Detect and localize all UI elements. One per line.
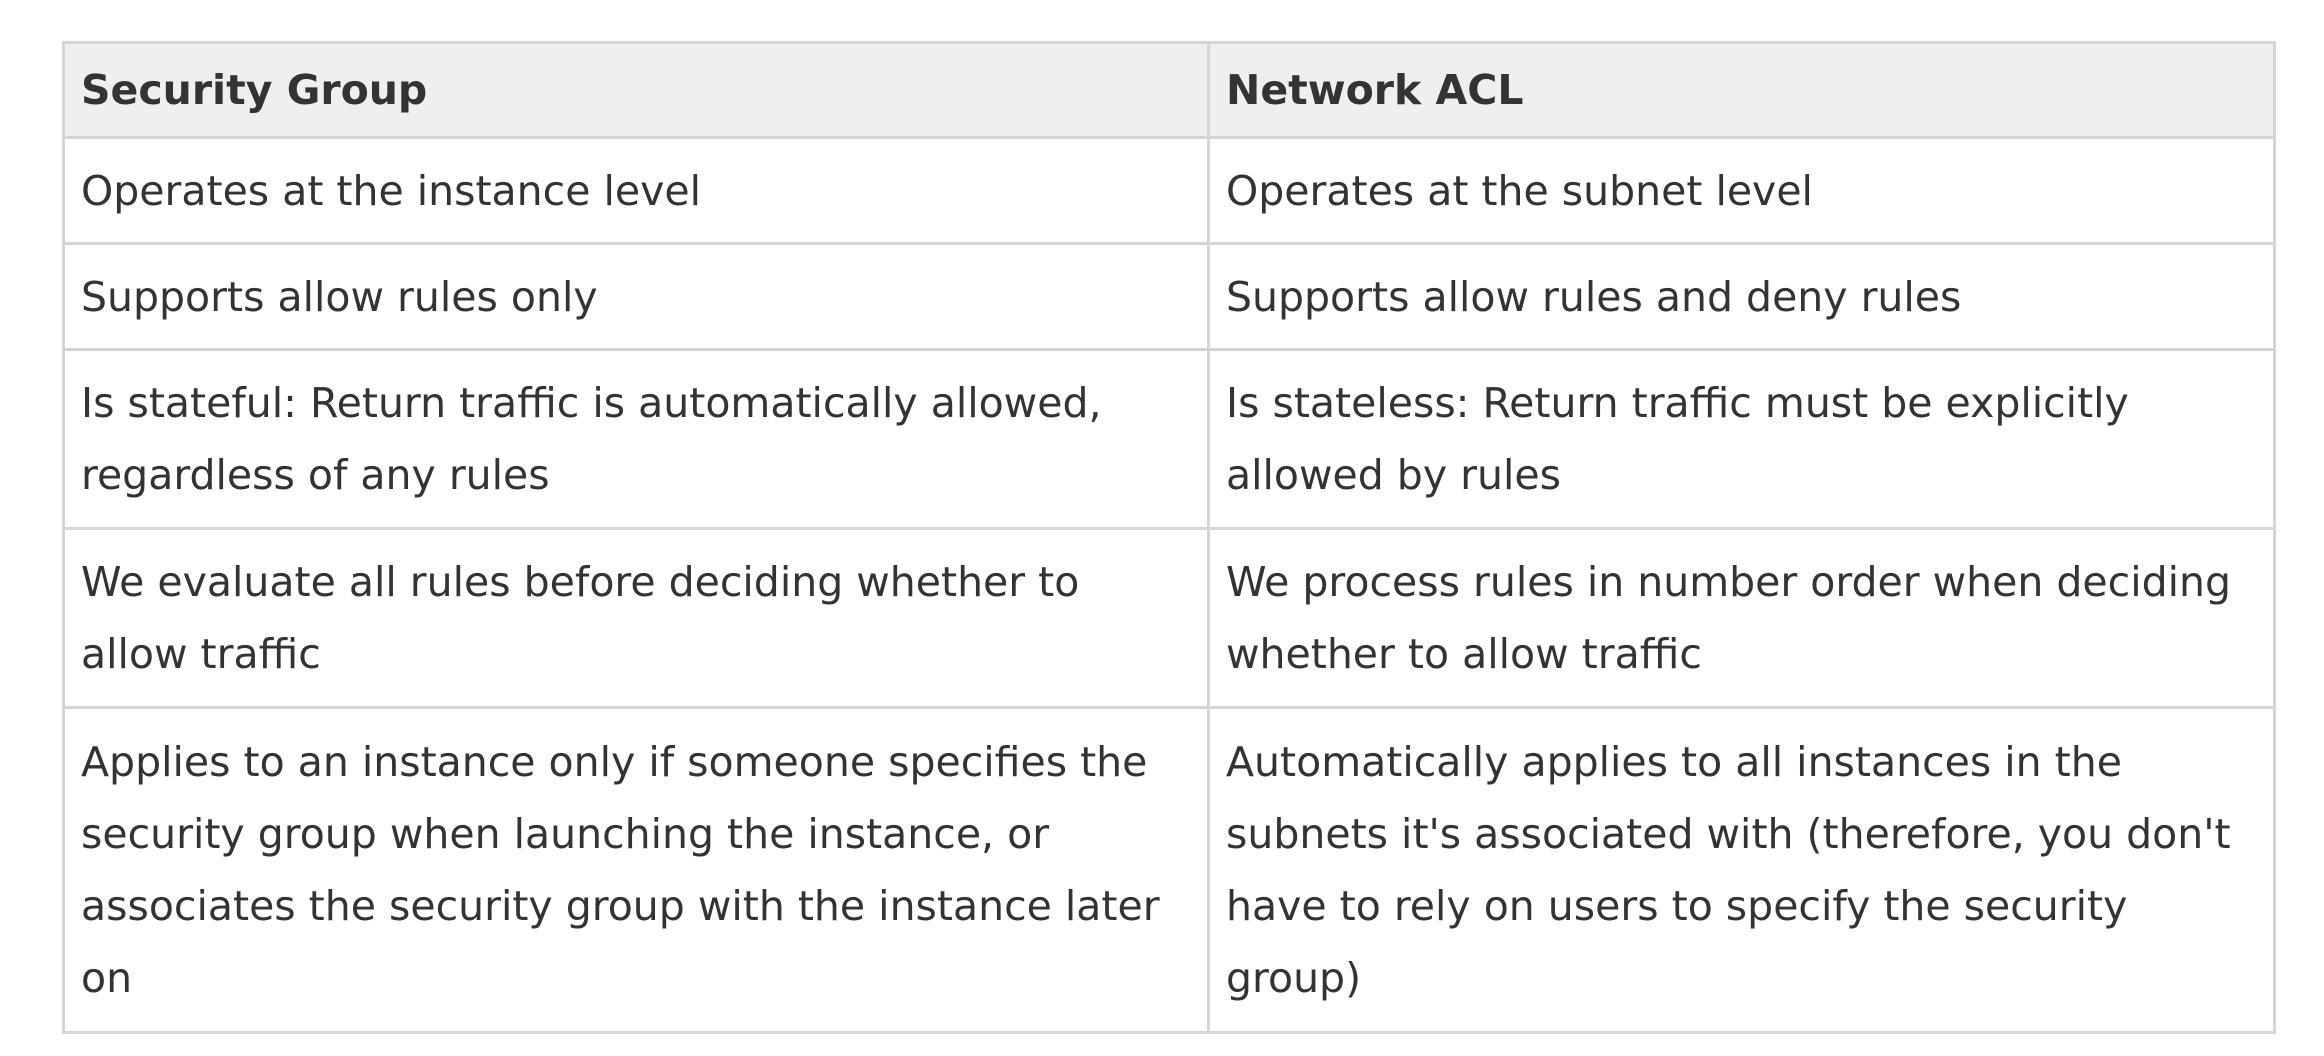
table-cell: We evaluate all rules before deciding wh… — [62, 527, 1210, 709]
table-row: We evaluate all rules before deciding wh… — [62, 527, 2276, 709]
table-cell: Supports allow rules and deny rules — [1207, 242, 2276, 351]
header-security-group: Security Group — [62, 41, 1210, 139]
header-network-acl: Network ACL — [1207, 41, 2276, 139]
table-cell: We process rules in number order when de… — [1207, 527, 2276, 709]
table-header-row: Security Group Network ACL — [62, 41, 2276, 139]
table-row: Is stateful: Return traffic is automatic… — [62, 348, 2276, 530]
table-cell: Automatically applies to all instances i… — [1207, 706, 2276, 1034]
table-row: Supports allow rules only Supports allow… — [62, 242, 2276, 351]
table-cell: Operates at the instance level — [62, 136, 1210, 245]
table-cell: Is stateful: Return traffic is automatic… — [62, 348, 1210, 530]
table-cell: Applies to an instance only if someone s… — [62, 706, 1210, 1034]
table-cell: Is stateless: Return traffic must be exp… — [1207, 348, 2276, 530]
table-cell: Supports allow rules only — [62, 242, 1210, 351]
table-row: Applies to an instance only if someone s… — [62, 706, 2276, 1034]
table-row: Operates at the instance level Operates … — [62, 136, 2276, 245]
table-cell: Operates at the subnet level — [1207, 136, 2276, 245]
comparison-table: Security Group Network ACL Operates at t… — [62, 41, 2276, 1034]
